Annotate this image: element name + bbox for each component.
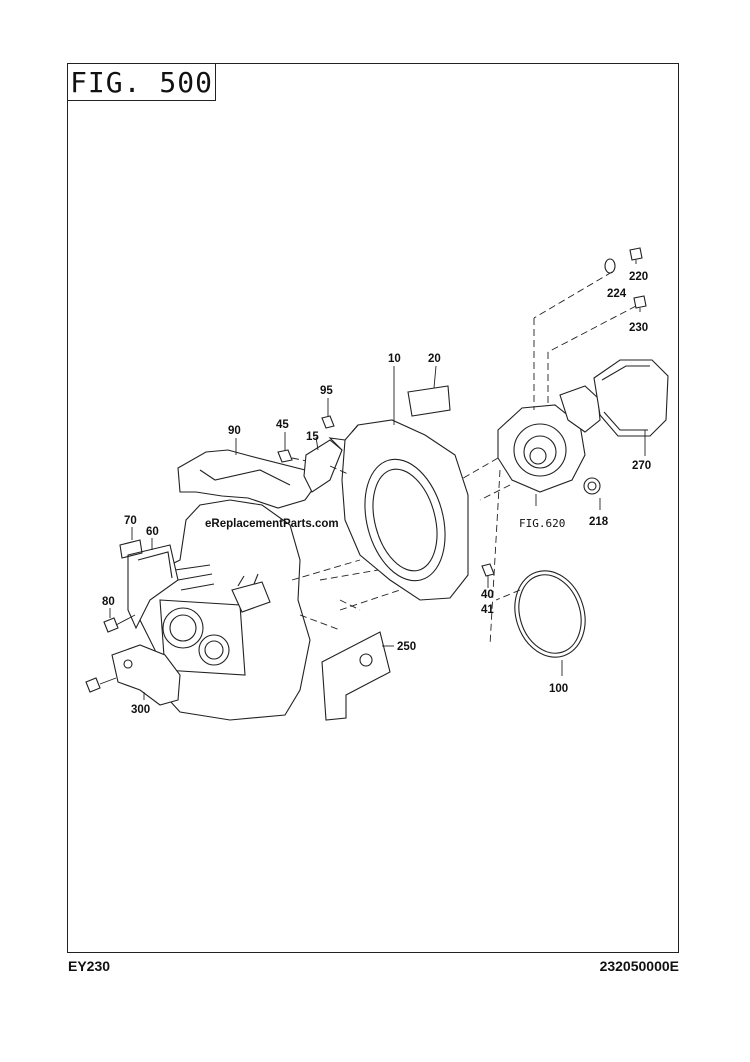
- drawing-frame: [67, 63, 679, 953]
- callout-100: 100: [549, 683, 568, 695]
- part-40-screw: [481, 563, 495, 588]
- part-224-washer: [604, 258, 616, 274]
- callout-20: 20: [428, 353, 441, 365]
- callout-40: 40: [481, 589, 494, 601]
- callout-80: 80: [102, 596, 115, 608]
- document-number: 232050000E: [599, 958, 679, 974]
- crankcase-body: [139, 499, 311, 721]
- part-95-screw: [321, 398, 335, 429]
- callout-70: 70: [124, 515, 137, 527]
- callout-230: 230: [629, 322, 648, 334]
- recoil-starter: [497, 385, 601, 506]
- part-220-bolt: [629, 247, 643, 264]
- callout-270: 270: [632, 460, 651, 472]
- watermark: eReplacementParts.com: [205, 518, 339, 530]
- part-15-plate: [303, 436, 343, 493]
- part-60-cover: [127, 538, 179, 630]
- small-bracket: [231, 573, 271, 613]
- part-10-fan-housing: [328, 366, 469, 601]
- callout-fig620: FIG.620: [519, 517, 565, 530]
- part-20-label: [407, 365, 451, 417]
- figure-title: FIG. 500: [70, 65, 213, 99]
- callout-220: 220: [629, 271, 648, 283]
- part-230-bolt: [633, 295, 647, 312]
- callout-labels: 10 15 20 40 41 45 60 70 80 90 95 100 218…: [102, 271, 651, 716]
- callout-218: 218: [589, 516, 609, 528]
- part-270-guard: [593, 359, 669, 456]
- part-100-ring: [514, 570, 586, 676]
- part-300-plate: [85, 644, 181, 706]
- callout-45: 45: [276, 419, 289, 431]
- callout-60: 60: [146, 526, 159, 538]
- callout-250: 250: [397, 641, 416, 653]
- callout-15: 15: [306, 431, 319, 443]
- figure-title-box: FIG. 500: [67, 63, 216, 101]
- assembly-lines: [291, 271, 637, 646]
- part-218-nut: [583, 477, 601, 510]
- model-number: EY230: [68, 958, 111, 974]
- callout-300: 300: [131, 704, 150, 716]
- callout-90: 90: [228, 425, 241, 437]
- callout-10: 10: [388, 353, 401, 365]
- part-70-label: [119, 527, 143, 559]
- callout-95: 95: [320, 385, 333, 397]
- part-80-bolt: [103, 608, 136, 633]
- callout-41: 41: [481, 604, 494, 616]
- part-90-baffle: [177, 438, 319, 509]
- part-250-plate: [321, 631, 394, 721]
- callout-224: 224: [607, 288, 627, 300]
